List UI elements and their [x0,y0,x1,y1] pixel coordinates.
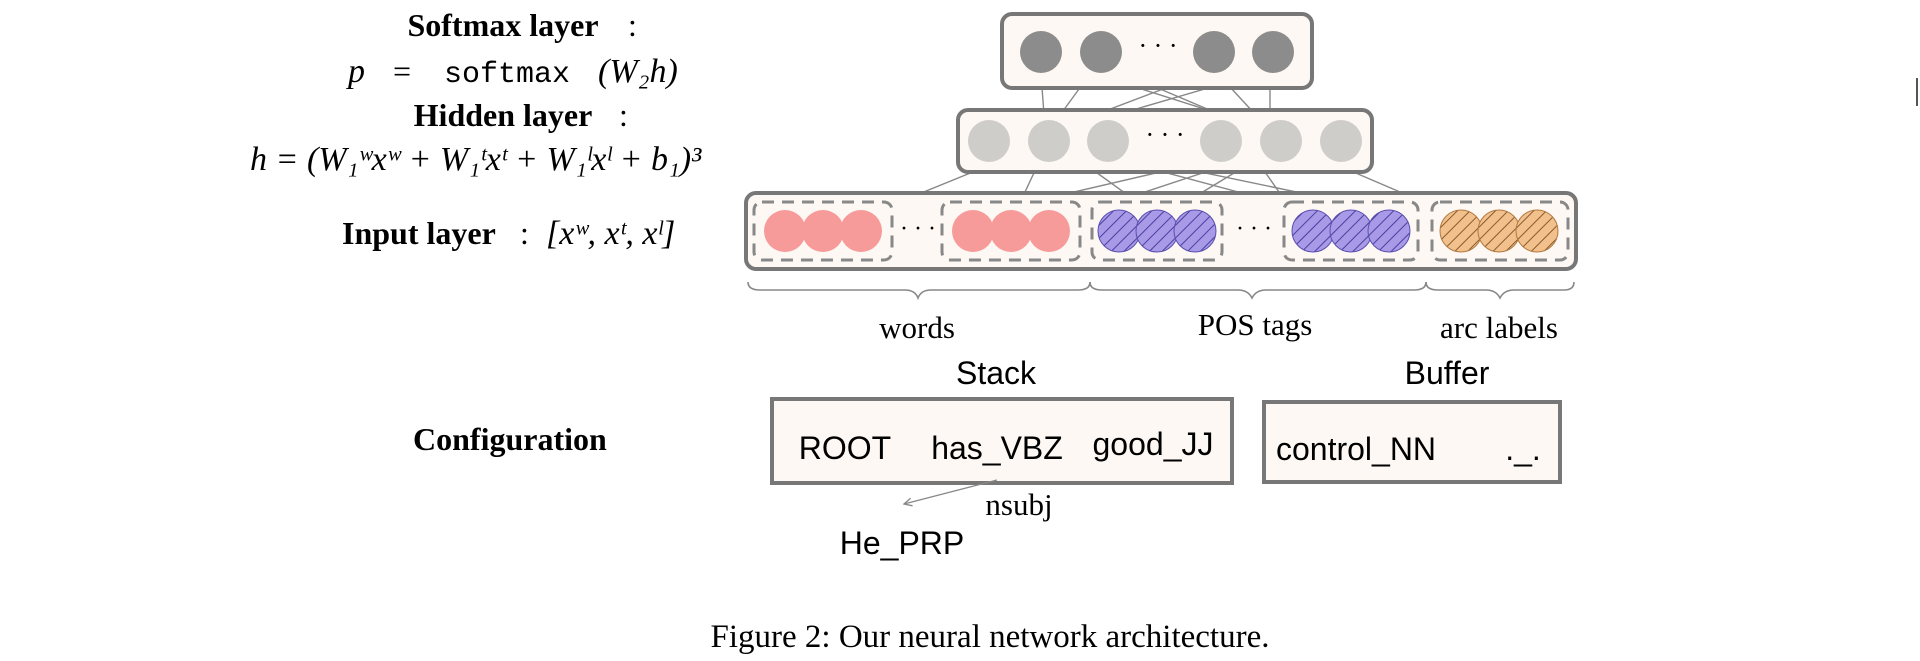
words-brace [747,281,1091,301]
word-feature-group [940,200,1082,262]
softmax-layer: · · · [1000,12,1314,90]
words-label: words [879,310,955,345]
hidden-node [1028,120,1070,162]
pos-feature-group [1282,200,1420,262]
pos-node [1173,209,1217,253]
hidden-node [1320,120,1362,162]
softmax-formula-eq: = [393,53,411,89]
softmax-ellipsis: · · · [1139,31,1178,60]
pos-node [1367,209,1411,253]
pos-node [1291,209,1335,253]
arc-feature-group [1430,200,1570,262]
arc-labels-label: arc labels [1440,310,1558,345]
softmax-formula-fn: softmax [444,58,570,92]
softmax-layer-title: Softmax layer [407,7,598,43]
hidden-layer: · · · [956,108,1374,174]
word-node [840,210,882,252]
pos-node [1097,209,1141,253]
child-word-he: He_PRP [840,525,965,561]
word-node [1028,210,1070,252]
stack-box [770,397,1234,485]
buffer-item-control: control_NN [1276,431,1436,467]
arc-labels-brace [1425,281,1575,300]
group-braces [747,281,1575,301]
hidden-node [1200,120,1242,162]
word-node [990,210,1032,252]
word-node [802,210,844,252]
nsubj-arc-arrow [904,479,998,504]
input-layer-colon: : [520,215,529,251]
softmax-layer-colon: : [628,7,637,43]
arc-label-node [1439,209,1483,253]
buffer-box [1262,400,1562,484]
arc-label-node [1515,209,1559,253]
figure-caption: Figure 2: Our neural network architectur… [711,619,1270,655]
softmax-layer-box [1000,12,1314,90]
input-formula: [xʷ, xᵗ, xˡ] [546,215,675,252]
buffer-item-ellipsis: ._. [1505,431,1541,467]
input-layer-title: Input layer [342,215,496,251]
stack-title: Stack [956,355,1037,391]
configuration: Stack Buffer ROOT has_VBZ good_JJ contro… [770,355,1562,561]
softmax-node [1252,31,1294,73]
softmax-formula-arg: (W₂h) [598,53,678,90]
hidden-formula: h = (W₁ʷxʷ + W₁ᵗxᵗ + W₁ˡxˡ + b₁)³ [250,141,702,178]
hidden-layer-colon: : [619,97,628,133]
word-ellipsis: · · · [900,216,936,242]
word-node [952,210,994,252]
input-layer: · · · · · · [744,191,1578,271]
nsubj-arc-label: nsubj [985,487,1052,522]
hidden-node [968,120,1010,162]
stack-item-root: ROOT [799,430,891,466]
buffer-title: Buffer [1405,355,1490,391]
softmax-node [1080,31,1122,73]
word-node [764,210,806,252]
stack-item-good: good_JJ [1093,426,1214,462]
softmax-node [1193,31,1235,73]
stack-item-has: has_VBZ [931,430,1063,466]
hidden-layer-title: Hidden layer [414,97,593,133]
configuration-title: Configuration [413,421,607,457]
pos-tags-brace [1089,281,1427,300]
pos-feature-group [1090,200,1224,262]
pos-ellipsis: · · · [1236,216,1272,242]
hidden-ellipsis: · · · [1146,120,1185,149]
softmax-formula: p = softmax (W₂h) [346,53,678,92]
left-labels: Softmax layer : p = softmax (W₂h) Hidden… [250,7,702,457]
word-feature-group [752,200,894,262]
hidden-node [1087,120,1129,162]
pos-node [1329,209,1373,253]
softmax-node [1020,31,1062,73]
hidden-node [1260,120,1302,162]
softmax-formula-p: p [346,53,365,90]
arc-label-node [1477,209,1521,253]
pos-tags-label: POS tags [1198,307,1313,342]
pos-node [1135,209,1179,253]
